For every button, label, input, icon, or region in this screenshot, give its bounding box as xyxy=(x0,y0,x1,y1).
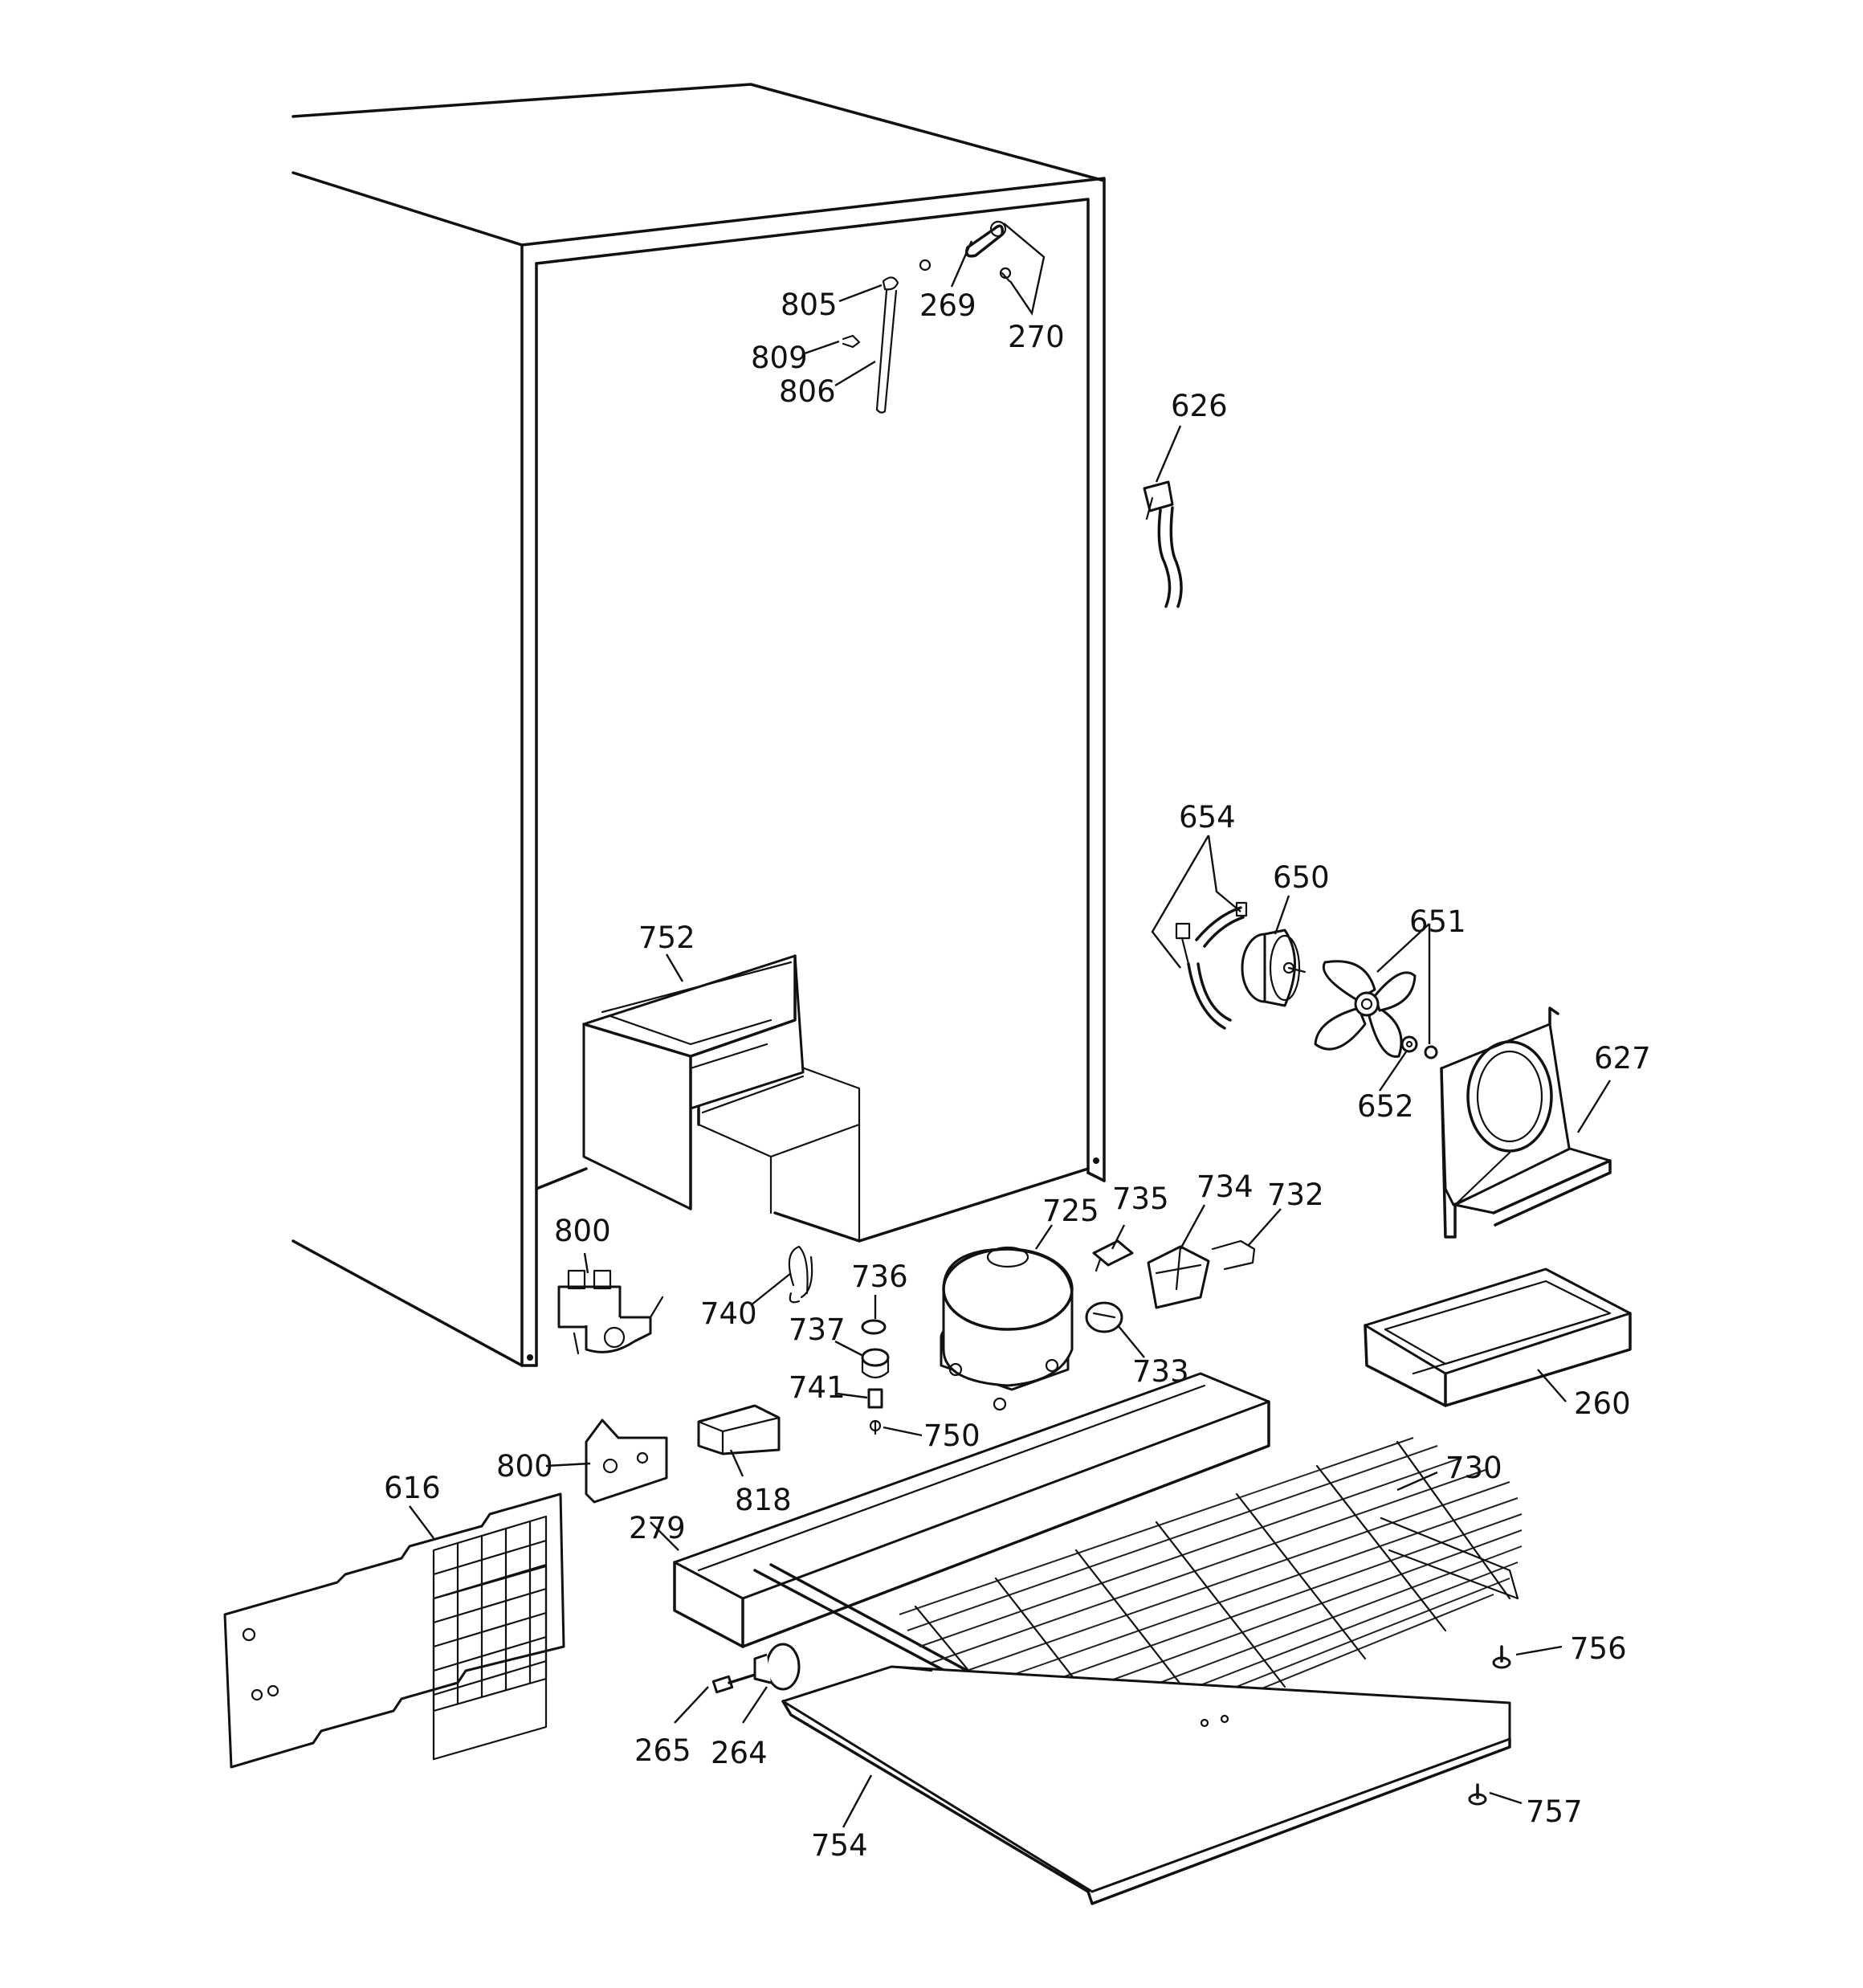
label-740: 740 xyxy=(700,1296,757,1331)
label-818: 818 xyxy=(735,1483,792,1517)
label-735: 735 xyxy=(1112,1182,1169,1216)
label-269: 269 xyxy=(919,288,976,323)
label-752: 752 xyxy=(638,921,695,955)
part-735-clip xyxy=(1092,1239,1134,1272)
part-750-screw xyxy=(869,1419,882,1435)
part-800-bracket xyxy=(585,1419,668,1504)
label-651: 651 xyxy=(1409,904,1466,939)
part-654-brackets xyxy=(1175,901,1248,1030)
part-734-relay-cover xyxy=(1147,1245,1210,1309)
part-806-tube xyxy=(875,289,898,414)
part-752-cover xyxy=(582,954,805,1210)
label-736: 736 xyxy=(851,1259,908,1294)
grille-mesh xyxy=(432,1520,548,1705)
part-740-wire-clip xyxy=(788,1245,813,1304)
label-279: 279 xyxy=(629,1511,686,1545)
part-756-foot xyxy=(1492,1645,1511,1669)
part-809-screw xyxy=(842,334,861,349)
label-809: 809 xyxy=(751,341,808,375)
part-650-fan-motor xyxy=(1241,929,1307,1007)
label-756: 756 xyxy=(1570,1631,1627,1666)
part-800-water-valve xyxy=(557,1269,664,1355)
label-260: 260 xyxy=(1574,1386,1631,1421)
leader-lines xyxy=(409,222,1612,1828)
label-750: 750 xyxy=(923,1419,980,1453)
label-627: 627 xyxy=(1594,1041,1651,1076)
part-732-clip xyxy=(1211,1239,1256,1271)
label-652: 652 xyxy=(1357,1089,1414,1124)
label-800-bracket: 800 xyxy=(496,1449,553,1484)
part-627-fan-shroud xyxy=(1440,1006,1612,1239)
label-732: 732 xyxy=(1267,1178,1324,1212)
part-741-sleeve xyxy=(867,1388,883,1409)
part-730-condenser-coil xyxy=(899,1437,1523,1773)
label-734: 734 xyxy=(1196,1170,1254,1204)
part-754-base-pan xyxy=(781,1665,1511,1905)
part-805-clip xyxy=(882,276,899,291)
part-736-grommet xyxy=(861,1319,887,1335)
part-265-bolt xyxy=(711,1673,756,1694)
label-800-valve: 800 xyxy=(554,1214,611,1248)
part-270-screw xyxy=(999,267,1012,283)
label-650: 650 xyxy=(1273,860,1330,895)
part-626-power-cord xyxy=(1143,480,1183,608)
refrigerator-cabinet xyxy=(291,83,1106,1367)
part-616-access-panel xyxy=(223,1492,565,1769)
label-805: 805 xyxy=(781,288,838,322)
label-626: 626 xyxy=(1171,389,1228,423)
label-806: 806 xyxy=(779,374,836,409)
part-260-drain-pan xyxy=(1364,1268,1632,1407)
label-757: 757 xyxy=(1526,1794,1583,1829)
part-818-bracket xyxy=(697,1404,781,1455)
part-number-labels: 805 269 270 809 806 626 654 650 651 627 … xyxy=(384,288,1651,1863)
part-651-fan-blade xyxy=(1314,960,1417,1058)
label-754: 754 xyxy=(811,1828,868,1863)
part-264-spacer xyxy=(753,1643,801,1691)
label-264: 264 xyxy=(711,1736,768,1770)
part-737-mount xyxy=(861,1348,890,1379)
label-270: 270 xyxy=(1008,320,1065,354)
label-265: 265 xyxy=(634,1733,691,1768)
label-737: 737 xyxy=(789,1312,846,1347)
label-741: 741 xyxy=(789,1370,846,1405)
part-725-compressor xyxy=(940,1246,1074,1411)
part-757-foot xyxy=(1468,1783,1487,1806)
label-730: 730 xyxy=(1445,1451,1502,1485)
part-733-relay xyxy=(1085,1301,1123,1333)
label-733: 733 xyxy=(1132,1354,1189,1389)
part-652-washer xyxy=(1400,1035,1438,1059)
label-654: 654 xyxy=(1179,800,1236,835)
label-725: 725 xyxy=(1042,1194,1099,1228)
label-616: 616 xyxy=(384,1471,441,1505)
